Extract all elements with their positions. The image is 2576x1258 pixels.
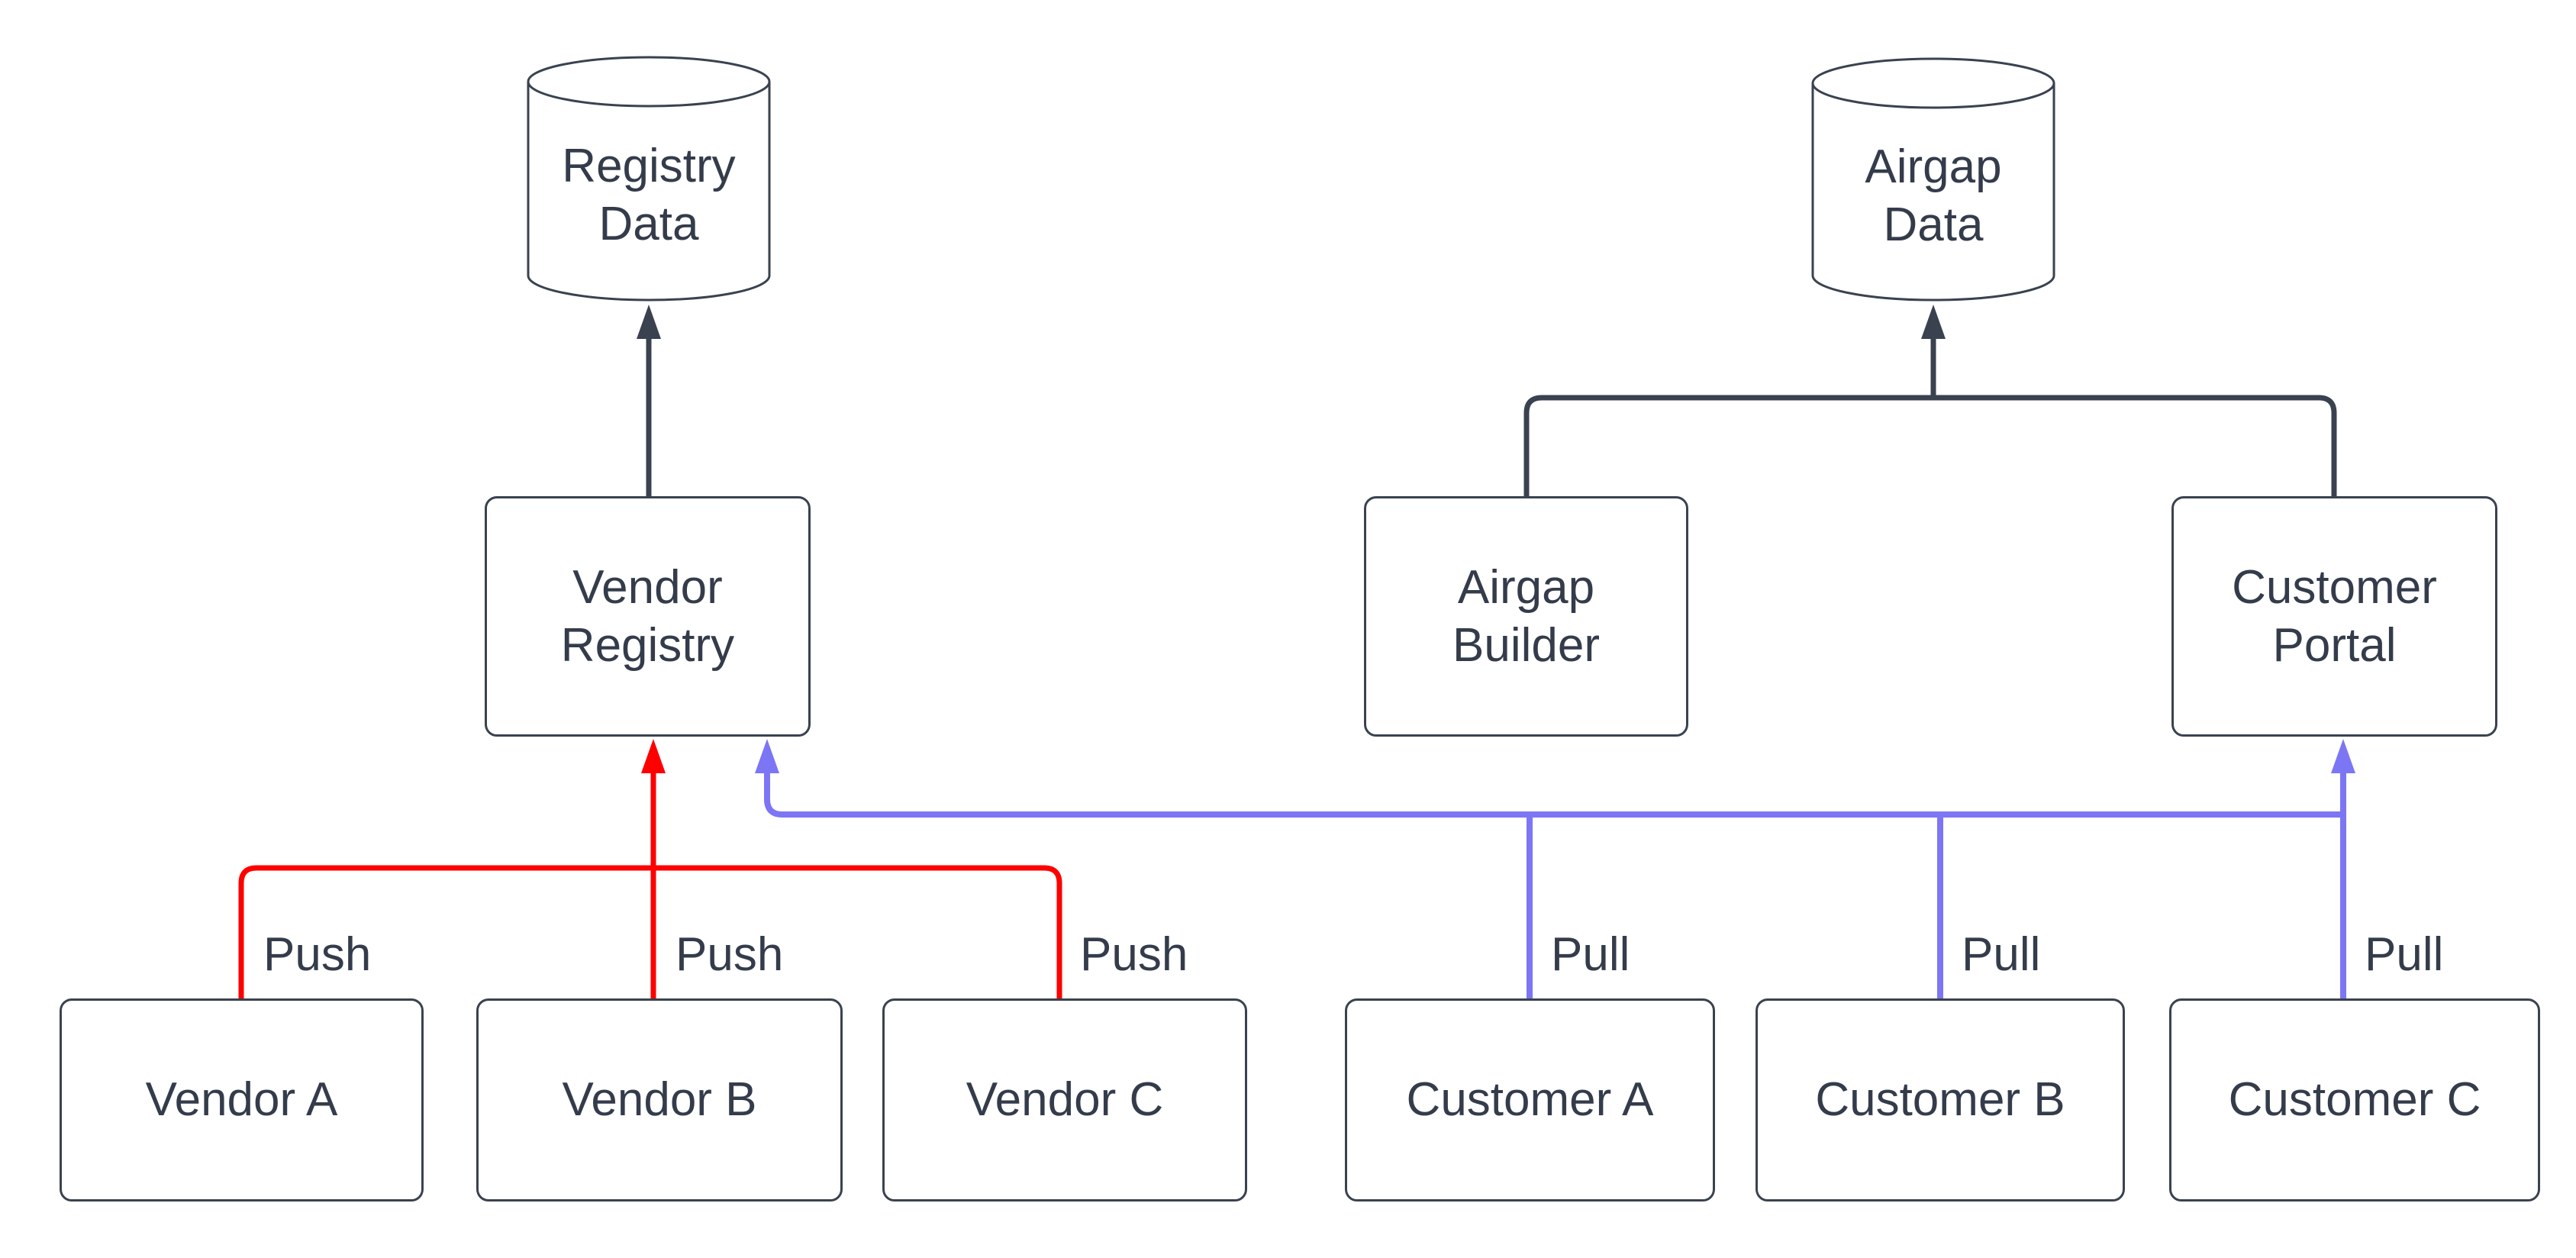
- node-airgap-data: Airgap Data: [1811, 57, 2055, 302]
- edge-label-pull-customer-b: Pull: [1962, 928, 2041, 981]
- edge-builder-portal-trunk: [1523, 395, 2337, 496]
- node-customer-c: Customer C: [2169, 998, 2540, 1202]
- edge-label-push-vendor-a: Push: [263, 928, 372, 981]
- node-vendor-a: Vendor A: [60, 998, 424, 1202]
- node-vendor-c: Vendor C: [882, 998, 1247, 1202]
- edge-label-push-vendor-b: Push: [675, 928, 784, 981]
- registry-data-cylinder-top: [527, 56, 771, 108]
- node-vendor-b: Vendor B: [476, 998, 843, 1202]
- airgap-data-label: Airgap Data: [1865, 140, 2002, 251]
- edge-airgap-data-arrowhead: [1921, 305, 1946, 339]
- registry-data-label: Registry Data: [562, 140, 736, 250]
- airgap-data-cylinder-top: [1811, 57, 2055, 109]
- edge-registry-data-arrowhead: [637, 305, 661, 339]
- airgap-data-cylinder-body: [1811, 83, 2055, 302]
- edge-label-push-vendor-c: Push: [1080, 928, 1188, 981]
- edge-pull-portal-arrowhead: [2331, 739, 2355, 773]
- edge-pull-trunk: [764, 771, 2343, 818]
- node-registry-data: Registry Data: [527, 56, 771, 302]
- edge-push-trunk: [238, 865, 1062, 998]
- edge-push-arrowhead: [641, 739, 666, 773]
- node-airgap-builder: Airgap Builder: [1364, 496, 1688, 737]
- edge-label-pull-customer-c: Pull: [2365, 928, 2444, 981]
- node-customer-b: Customer B: [1755, 998, 2125, 1202]
- node-vendor-registry: Vendor Registry: [485, 496, 811, 737]
- node-customer-a: Customer A: [1345, 998, 1715, 1202]
- edge-pull-registry-arrowhead: [755, 739, 779, 773]
- registry-data-cylinder-body: [527, 82, 771, 302]
- node-customer-portal: Customer Portal: [2171, 496, 2497, 737]
- edge-label-pull-customer-a: Pull: [1551, 928, 1630, 981]
